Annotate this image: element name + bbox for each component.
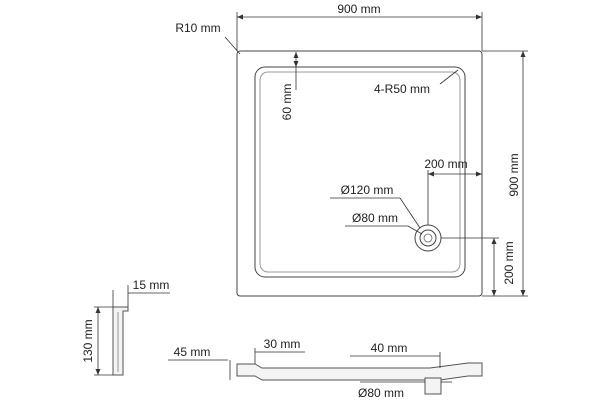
drain-inner-circle — [419, 229, 437, 247]
side-profile: 15 mm 130 mm — [81, 278, 170, 376]
drain-inner-diameter-label: Ø80 mm — [352, 211, 398, 225]
outlet-pipe — [424, 377, 442, 395]
outer-radius-leader — [224, 36, 241, 55]
bottom-profile: 45 mm 30 mm 40 mm Ø80 mm — [168, 337, 483, 400]
slope-label: 40 mm — [371, 341, 408, 355]
width-arrow-left — [237, 14, 243, 20]
drain-offset-y-label: 200 mm — [502, 241, 516, 284]
height-arrow-top — [520, 51, 526, 57]
outer-radius-label: R10 mm — [175, 21, 220, 35]
height-arrow-bottom — [520, 290, 526, 296]
outlet-diameter-label: Ø80 mm — [358, 386, 404, 400]
rim-width-label: 60 mm — [280, 84, 294, 121]
drain-outer-circle — [414, 224, 442, 252]
inner-step-label: 30 mm — [264, 337, 301, 351]
inner-radius-leader — [439, 69, 459, 85]
side-height-arrow-top — [95, 307, 101, 313]
side-height-label: 130 mm — [81, 319, 95, 362]
rim-arrow-top — [293, 52, 299, 58]
height-label: 900 mm — [507, 153, 521, 196]
drain-offset-x-arrow-left — [428, 171, 434, 177]
drain-offset-y-arrow-top — [491, 238, 497, 244]
drain-core — [423, 233, 433, 243]
inner-radius-label: 4-R50 mm — [374, 82, 430, 96]
bottom-profile-shape — [236, 362, 483, 381]
rim-arrow-bottom — [293, 61, 299, 67]
drain-outer-diameter-label: Ø120 mm — [341, 183, 394, 197]
drain-outer-diameter-leader — [399, 197, 421, 229]
width-arrow-right — [476, 14, 482, 20]
tray-outer-outline — [236, 50, 483, 297]
tray-inner-basin-shadow — [259, 71, 461, 273]
tray-inner-basin-outline — [254, 66, 466, 278]
side-profile-shape — [112, 306, 129, 376]
top-view: 900 mm R10 mm 900 mm 60 mm 4-R50 mm 200 … — [175, 2, 528, 297]
lip-width-label: 15 mm — [133, 278, 170, 292]
drain-offset-x-label: 200 mm — [424, 157, 467, 171]
width-label: 900 mm — [337, 2, 380, 16]
drain-inner-diameter-leader — [407, 225, 423, 235]
drain-offset-x-arrow-right — [476, 171, 482, 177]
drain-offset-y-arrow-bottom — [491, 290, 497, 296]
side-height-arrow-bottom — [95, 369, 101, 375]
edge-height-label: 45 mm — [174, 345, 211, 359]
